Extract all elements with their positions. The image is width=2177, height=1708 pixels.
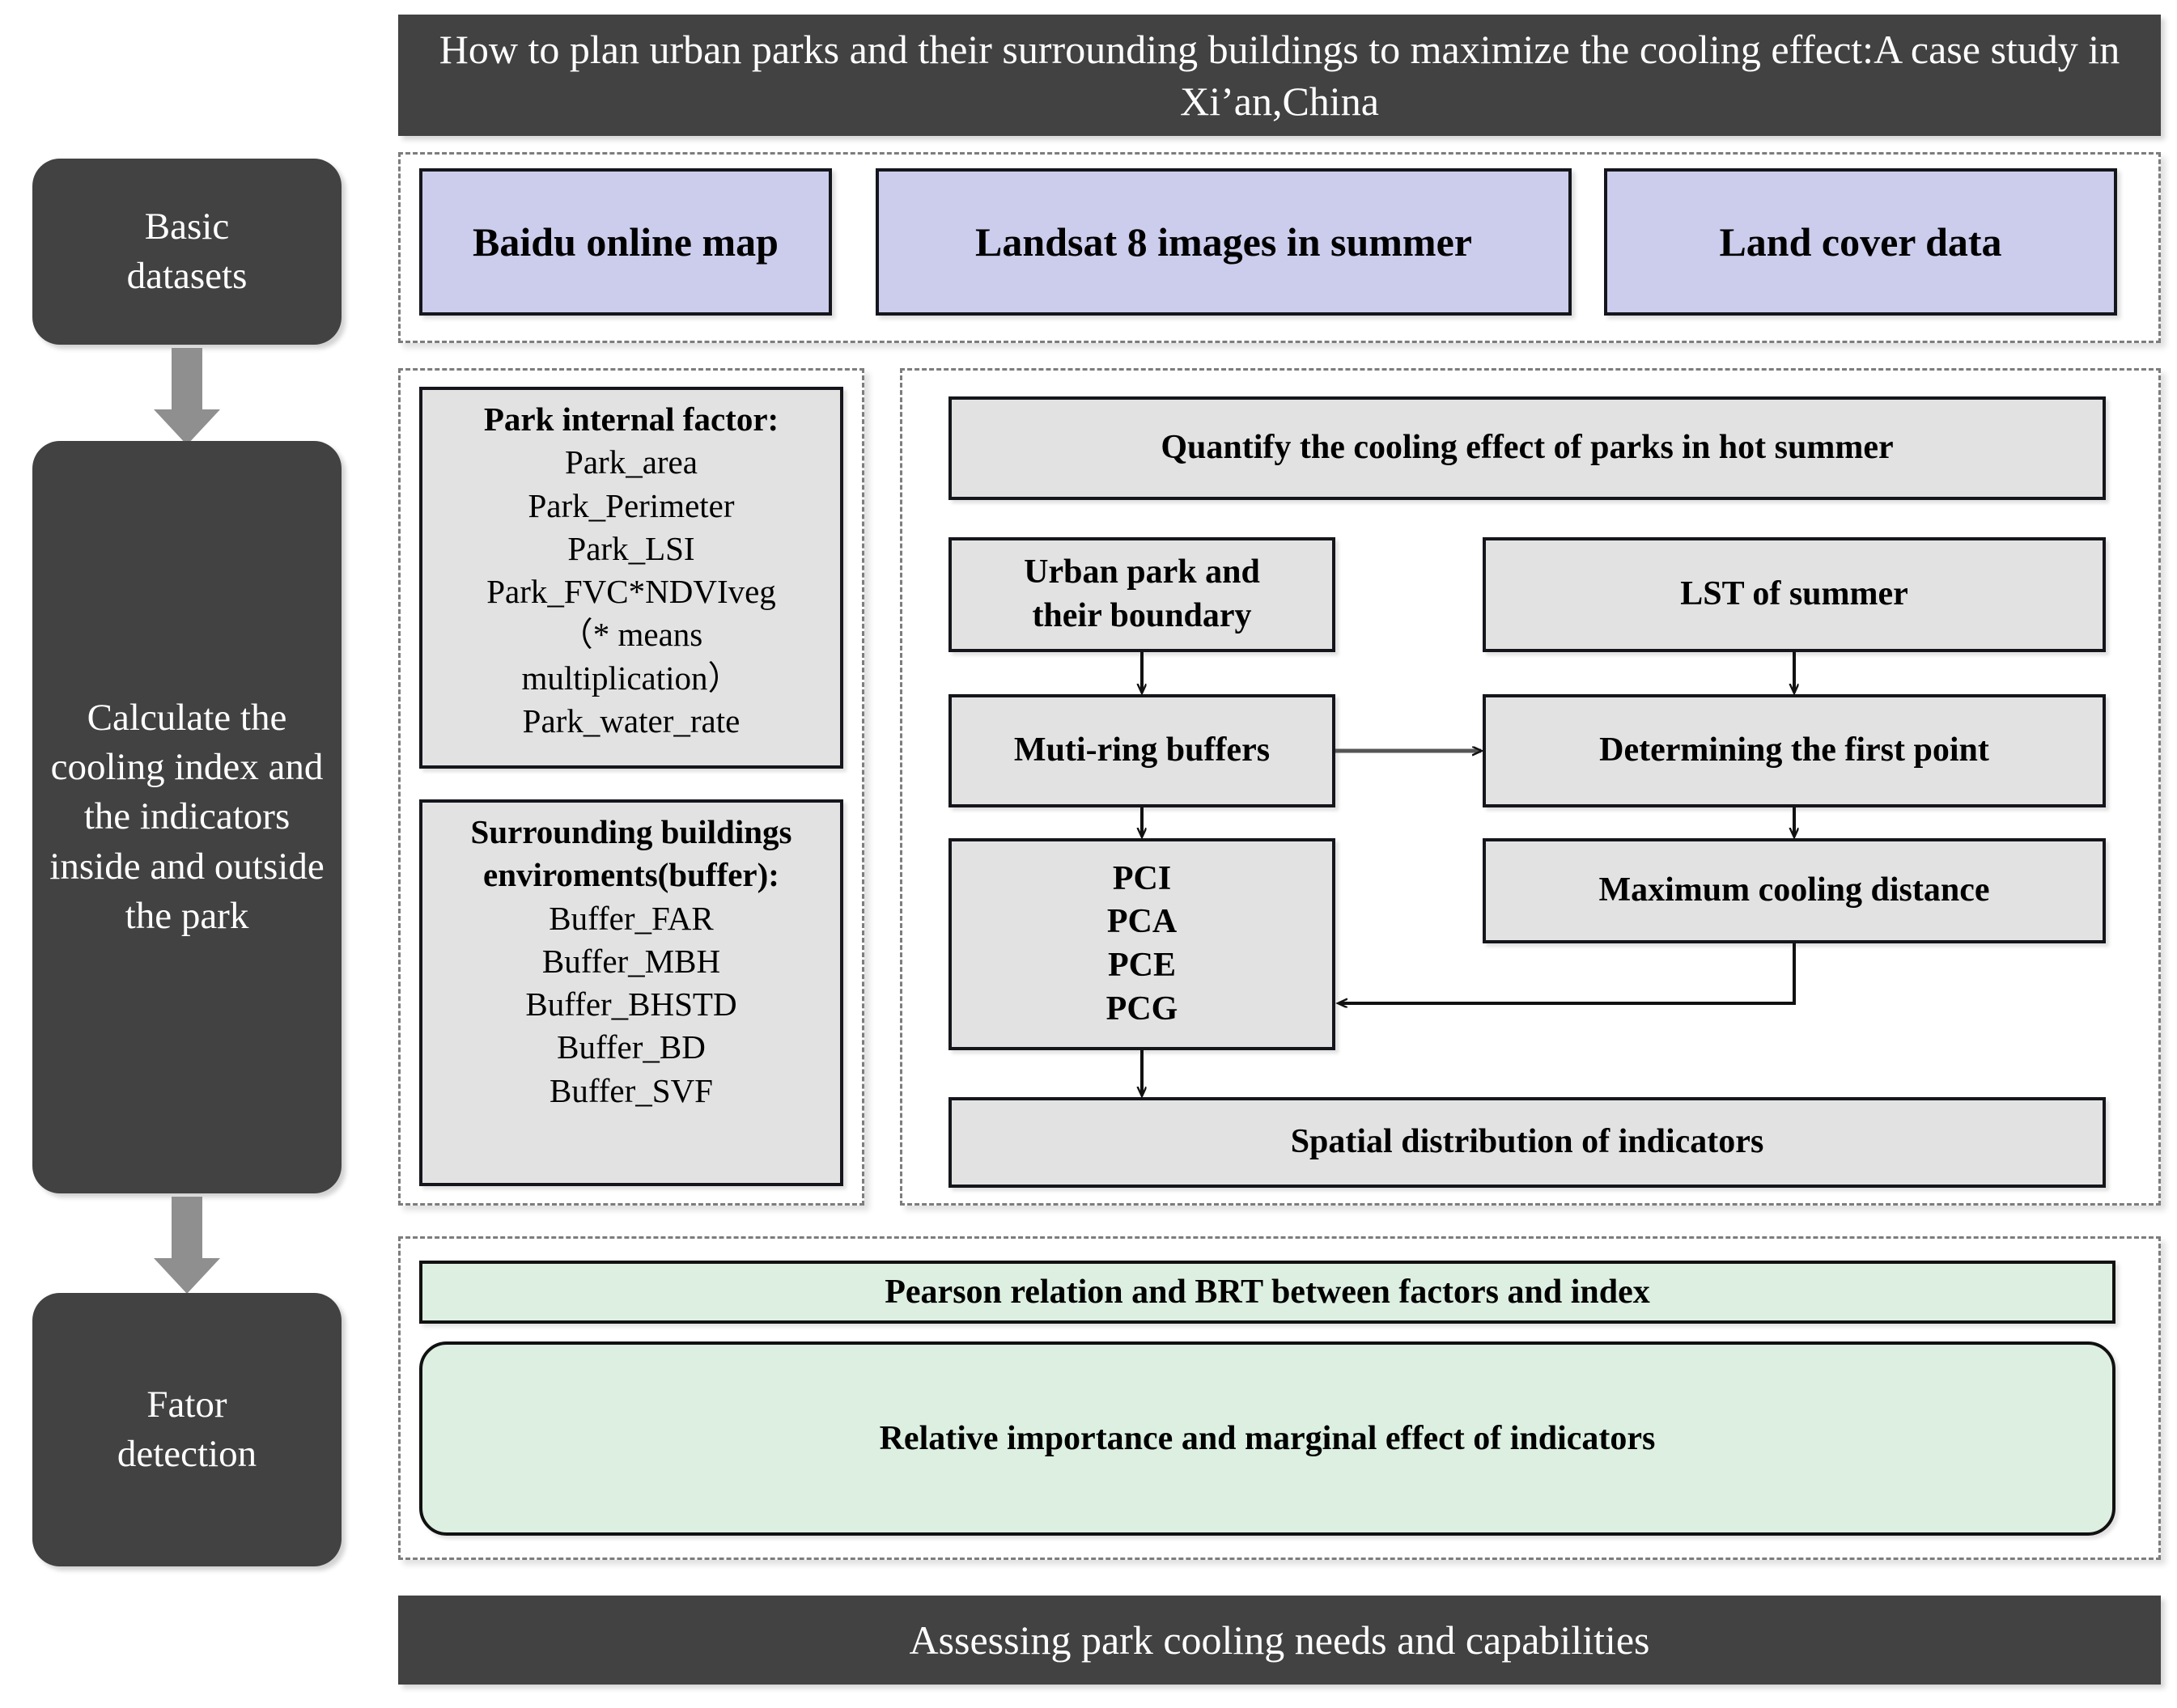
stage-label: Basic datasets <box>126 205 248 297</box>
stage-label: Calculate the cooling index and the indi… <box>49 697 325 937</box>
process-box-determining-first-point[interactable]: Determining the first point <box>1483 694 2106 807</box>
factor-item: Park_area <box>565 443 698 481</box>
detection-box-pearson-brt[interactable]: Pearson relation and BRT between factors… <box>419 1261 2115 1324</box>
factor-item: （* means <box>559 616 703 654</box>
factor-item: Buffer_BHSTD <box>525 985 737 1024</box>
node-label: LST of summer <box>1680 575 1908 613</box>
node-label: Quantify the cooling effect of parks in … <box>1161 429 1894 467</box>
node-label: Determining the first point <box>1599 731 1989 769</box>
surrounding-buildings-box[interactable]: Surrounding buildings enviroments(buffer… <box>419 799 843 1186</box>
footer-bar: Assessing park cooling needs and capabil… <box>398 1596 2161 1685</box>
node-label: Maximum cooling distance <box>1598 871 1990 909</box>
process-box-maximum-cooling-distance[interactable]: Maximum cooling distance <box>1483 838 2106 943</box>
stage-basic-datasets[interactable]: Basic datasets <box>32 159 342 345</box>
stage-arrow-1 <box>154 348 220 445</box>
process-box-muti-ring-buffers[interactable]: Muti-ring buffers <box>948 694 1335 807</box>
node-label: Spatial distribution of indicators <box>1290 1123 1764 1161</box>
node-label: Pearson relation and BRT between factors… <box>885 1273 1650 1311</box>
park-internal-factor-header: Park internal factor: <box>483 401 779 438</box>
node-label: PCI PCA PCE PCG <box>1105 859 1178 1028</box>
park-internal-factor-box[interactable]: Park internal factor: Park_area Park_Per… <box>419 387 843 769</box>
factor-item: Buffer_BD <box>557 1028 706 1066</box>
process-box-urban-park-boundary[interactable]: Urban park and their boundary <box>948 537 1335 652</box>
page-title: How to plan urban parks and their surrou… <box>439 27 2120 124</box>
process-box-spatial-distribution[interactable]: Spatial distribution of indicators <box>948 1097 2106 1188</box>
detection-box-relative-importance[interactable]: Relative importance and marginal effect … <box>419 1341 2115 1536</box>
factor-item: multiplication） <box>521 659 741 697</box>
stage-label: Fator detection <box>117 1383 257 1475</box>
stage-calculate-index[interactable]: Calculate the cooling index and the indi… <box>32 441 342 1193</box>
node-label: Urban park and their boundary <box>1024 553 1260 634</box>
factor-item: Park_water_rate <box>522 702 741 740</box>
factor-item: Park_Perimeter <box>528 486 735 524</box>
factor-item: Buffer_MBH <box>541 942 721 980</box>
surrounding-buildings-header: Surrounding buildings enviroments(buffer… <box>470 813 792 894</box>
park-internal-factor-list: Park_area Park_Perimeter Park_LSI Park_F… <box>486 441 776 743</box>
footer-label: Assessing park cooling needs and capabil… <box>909 1617 1650 1663</box>
process-box-lst-of-summer[interactable]: LST of summer <box>1483 537 2106 652</box>
stage-arrow-2 <box>154 1197 220 1294</box>
dataset-label: Land cover data <box>1719 218 2002 265</box>
process-box-quantify-cooling-effect[interactable]: Quantify the cooling effect of parks in … <box>948 396 2106 500</box>
process-box-pc-indices[interactable]: PCI PCA PCE PCG <box>948 838 1335 1050</box>
surrounding-buildings-list: Buffer_FAR Buffer_MBH Buffer_BHSTD Buffe… <box>525 897 736 1113</box>
factor-item: Park_LSI <box>567 529 695 567</box>
title-bar: How to plan urban parks and their surrou… <box>398 15 2161 136</box>
node-label: Relative importance and marginal effect … <box>879 1419 1656 1457</box>
dataset-label: Landsat 8 images in summer <box>975 218 1472 265</box>
factor-item: Buffer_FAR <box>549 899 714 937</box>
dataset-label: Baidu online map <box>473 218 779 265</box>
node-label: Muti-ring buffers <box>1013 731 1271 769</box>
dataset-box-baidu-online-map[interactable]: Baidu online map <box>419 168 832 316</box>
factor-item: Buffer_SVF <box>550 1071 713 1109</box>
stage-fator-detection[interactable]: Fator detection <box>32 1293 342 1566</box>
factor-item: Park_FVC*NDVIveg <box>486 573 776 611</box>
dataset-box-landsat-8-images[interactable]: Landsat 8 images in summer <box>876 168 1572 316</box>
dataset-box-land-cover-data[interactable]: Land cover data <box>1604 168 2117 316</box>
